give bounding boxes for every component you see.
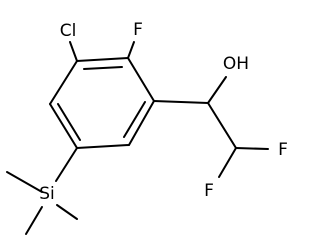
bond-ring-5-inner [57, 103, 81, 141]
bond-si-me-down [25, 206, 43, 235]
bond-choh-chf2 [207, 102, 237, 149]
bond-c-cl [69, 41, 78, 62]
molecule-drawing: Cl F OH F F Si [6, 20, 288, 235]
hydroxyl-label: OH [223, 54, 249, 74]
bond-c-f-ring [127, 41, 135, 59]
bond-ring-5 [49, 103, 78, 149]
bond-si-me-right [56, 204, 78, 220]
bond-ring-6 [49, 60, 78, 105]
bond-ring-4 [76, 144, 130, 149]
silicon-label: Si [39, 184, 55, 204]
bond-ring-3-inner [123, 101, 146, 138]
fluorine-b-label: F [204, 181, 214, 201]
bond-c-f-b [218, 147, 237, 178]
structure-canvas: Cl F OH F F Si [6, 20, 288, 235]
chlorine-label: Cl [60, 21, 77, 41]
bond-ring-1 [76, 57, 129, 62]
bond-c-oh [207, 76, 227, 104]
bond-ring-3 [128, 100, 155, 146]
bond-ring-choh [153, 100, 209, 104]
bond-ring-2 [127, 57, 155, 102]
bond-si-me-left [6, 171, 43, 193]
ring-fluorine-label: F [133, 20, 143, 40]
bond-ring-si [55, 147, 78, 182]
bonds [6, 41, 269, 235]
fluorine-a-label: F [278, 140, 288, 160]
atom-labels: Cl F OH F F Si [39, 20, 288, 204]
bond-c-f-a [235, 147, 269, 150]
bond-ring-1-inner [83, 66, 123, 70]
